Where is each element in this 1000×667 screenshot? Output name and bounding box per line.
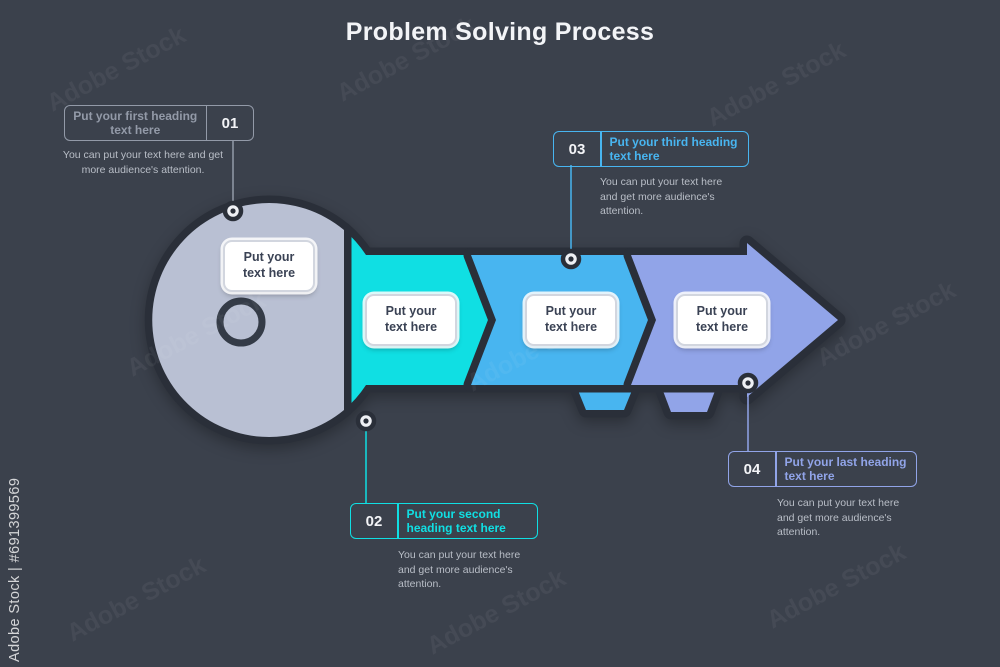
step-2-divider bbox=[397, 504, 399, 538]
step-4-callout: 04 Put your last heading text here bbox=[728, 451, 917, 487]
step-2-description: You can put your text here and get more … bbox=[398, 549, 521, 591]
step-1-callout: Put your first heading text here 01 bbox=[64, 105, 254, 141]
step-3-heading: Put your third heading text here bbox=[609, 134, 738, 163]
step-1-description: You can put your text here and get more … bbox=[62, 149, 224, 176]
key-hole bbox=[216, 297, 266, 347]
key-label-box-4: Put your text here bbox=[676, 294, 768, 346]
step-4-heading: Put your last heading text here bbox=[784, 454, 907, 483]
connector-dot-1 bbox=[222, 200, 244, 222]
step-1-number: 01 bbox=[221, 114, 239, 132]
step-3-callout: 03 Put your third heading text here bbox=[553, 131, 749, 167]
connector-dot-2 bbox=[355, 410, 377, 432]
step-4-divider bbox=[775, 452, 777, 486]
step-1-heading: Put your first heading text here bbox=[73, 108, 198, 137]
key-label-box-2: Put your text here bbox=[365, 294, 457, 346]
step-2-number: 02 bbox=[365, 512, 383, 530]
step-2-heading: Put your second heading text here bbox=[406, 506, 506, 535]
step-3-description: You can put your text here and get more … bbox=[600, 176, 723, 218]
key-head bbox=[144, 195, 352, 445]
step-4-number: 04 bbox=[743, 460, 761, 478]
step-4-description: You can put your text here and get more … bbox=[777, 497, 900, 539]
step-2-callout: 02 Put your second heading text here bbox=[350, 503, 538, 539]
step-3-divider bbox=[600, 132, 602, 166]
page-title: Problem Solving Process bbox=[345, 18, 655, 46]
connector-dot-3 bbox=[560, 248, 582, 270]
step-3-number: 03 bbox=[568, 140, 586, 158]
key-label-box-3: Put your text here bbox=[525, 294, 617, 346]
step-1-divider bbox=[205, 106, 207, 140]
connector-dot-4 bbox=[737, 372, 759, 394]
key-label-box-1: Put your text here bbox=[223, 240, 315, 292]
